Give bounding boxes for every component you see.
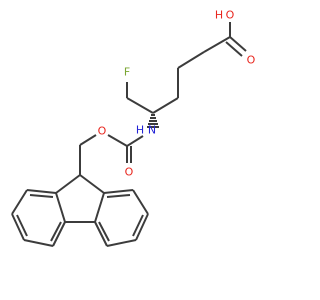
bond-n-carbonyl [126,135,144,147]
atom-hydroxyl-h: H [215,9,223,22]
bond-carbonyl-ester-o [107,134,128,147]
atom-amide-h: H [136,124,144,137]
atom-ester-o: O [98,125,107,138]
bond-ch2-stereocenter [152,97,179,114]
bond-stereocenter-ch2f [126,97,154,114]
fluorene-ring-system [11,174,149,247]
bond-c-o-double-b [225,41,243,57]
bond-c-ch2 [203,36,231,53]
bond-ester-o-ch2 [79,134,97,146]
stereo-hash-bond [147,114,159,128]
atom-nitrogen: N [148,124,156,137]
atom-fluorine: F [124,66,130,79]
carboxylic-acid-group [203,22,247,57]
bond-c-o-double-a [229,36,247,52]
structure-diagram: O H O F N H O O [11,9,256,247]
bond-ch2-ch2 [177,51,205,69]
atom-carbamate-carbonyl-o: O [125,166,134,179]
atom-acid-carbonyl-o: O [247,54,256,67]
molecule-canvas: O H O F N H O O [11,8,256,247]
atom-hydroxyl-o: O [226,9,235,22]
